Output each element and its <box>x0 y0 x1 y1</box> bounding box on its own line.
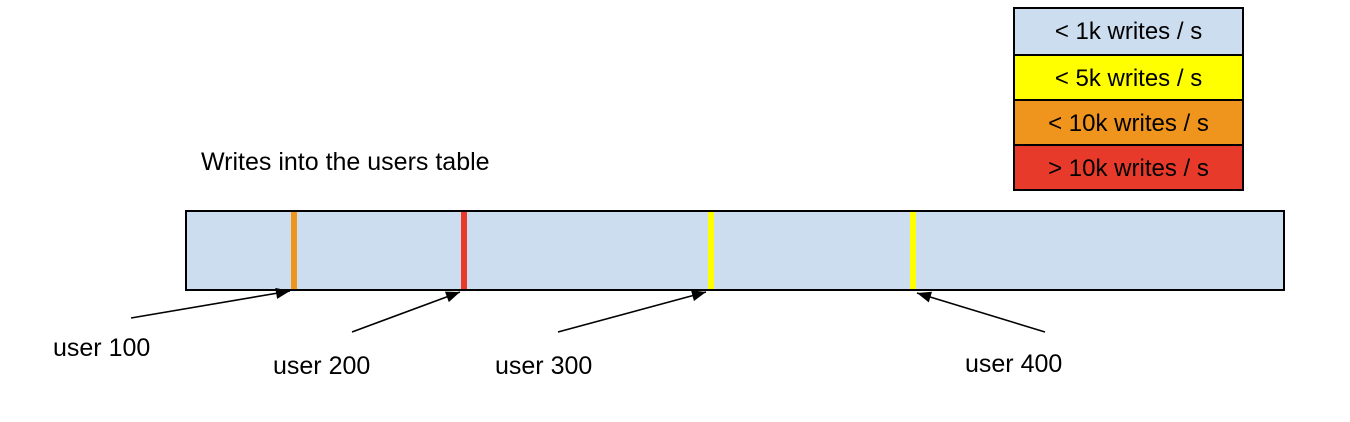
users-table-bar <box>185 210 1285 291</box>
write-rate-marker <box>291 212 297 289</box>
write-rate-marker <box>910 212 916 289</box>
label-arrow <box>130 287 291 319</box>
legend: < 1k writes / s < 5k writes / s < 10k wr… <box>1013 7 1244 191</box>
user-label-300: user 300 <box>495 352 593 380</box>
legend-item-lt5k: < 5k writes / s <box>1015 54 1242 99</box>
user-label-200: user 200 <box>273 352 371 380</box>
diagram-title: Writes into the users table <box>201 148 490 176</box>
write-rate-marker <box>461 212 467 289</box>
legend-item-lt1k: < 1k writes / s <box>1015 9 1242 54</box>
legend-item-lt10k: < 10k writes / s <box>1015 99 1242 144</box>
user-label-100: user 100 <box>53 334 151 362</box>
write-rate-marker <box>708 212 714 289</box>
user-label-400: user 400 <box>965 350 1063 378</box>
label-arrow <box>557 290 707 333</box>
label-arrow <box>916 291 1046 333</box>
label-arrow <box>351 291 461 333</box>
legend-item-gt10k: > 10k writes / s <box>1015 144 1242 189</box>
